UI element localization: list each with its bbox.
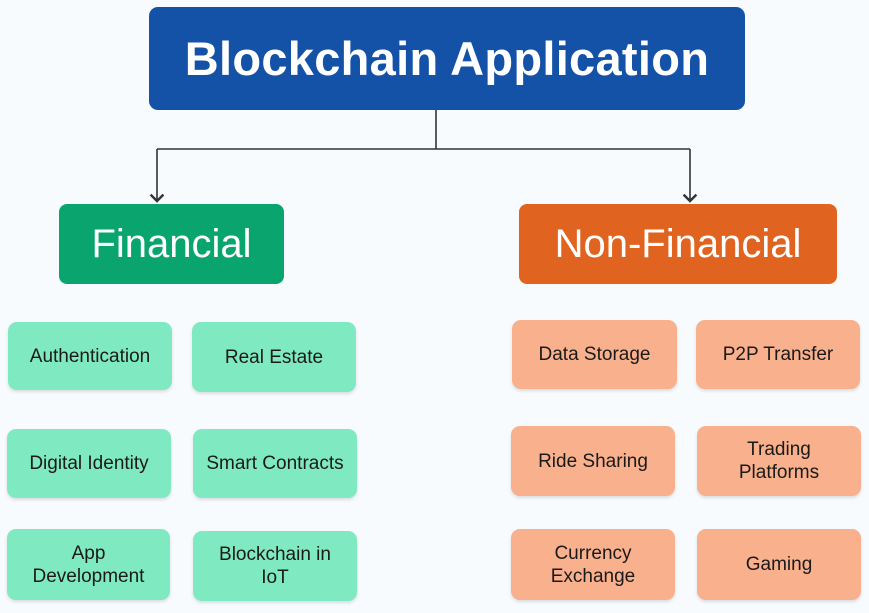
leaf-label: Authentication xyxy=(29,345,151,367)
leaf-real-estate: Real Estate xyxy=(192,322,356,392)
leaf-digital-identity: Digital Identity xyxy=(7,429,171,498)
leaf-trading-platforms: Trading Platforms xyxy=(697,426,861,496)
leaf-label: Smart Contracts xyxy=(206,453,344,474)
leaf-label: App Development xyxy=(32,542,145,587)
leaf-label: Real Estate xyxy=(224,346,324,368)
leaf-label: Gaming xyxy=(745,554,813,575)
financial-node: Financial xyxy=(59,204,284,284)
leaf-label: Data Storage xyxy=(538,344,651,365)
leaf-smart-contracts: Smart Contracts xyxy=(193,429,357,498)
leaf-label: Blockchain in IoT xyxy=(219,544,331,588)
root-label: Blockchain Application xyxy=(184,32,710,85)
leaf-label: Trading Platforms xyxy=(738,439,820,483)
root-node: Blockchain Application xyxy=(149,7,745,110)
leaf-authentication: Authentication xyxy=(8,322,172,390)
non-financial-node: Non-Financial xyxy=(519,204,837,284)
non-financial-label: Non-Financial xyxy=(554,221,802,266)
leaf-currency-exchange: Currency Exchange xyxy=(511,529,675,600)
leaf-p2p-transfer: P2P Transfer xyxy=(696,320,860,389)
financial-label: Financial xyxy=(91,221,252,266)
leaf-label: P2P Transfer xyxy=(722,344,834,365)
leaf-label: Digital Identity xyxy=(29,453,149,474)
leaf-label: Currency Exchange xyxy=(550,542,636,587)
leaf-app-development: App Development xyxy=(7,529,170,600)
leaf-data-storage: Data Storage xyxy=(512,320,677,389)
leaf-blockchain-in-iot: Blockchain in IoT xyxy=(193,531,357,601)
leaf-label: Ride Sharing xyxy=(538,450,648,472)
leaf-gaming: Gaming xyxy=(697,529,861,600)
leaf-ride-sharing: Ride Sharing xyxy=(511,426,675,496)
